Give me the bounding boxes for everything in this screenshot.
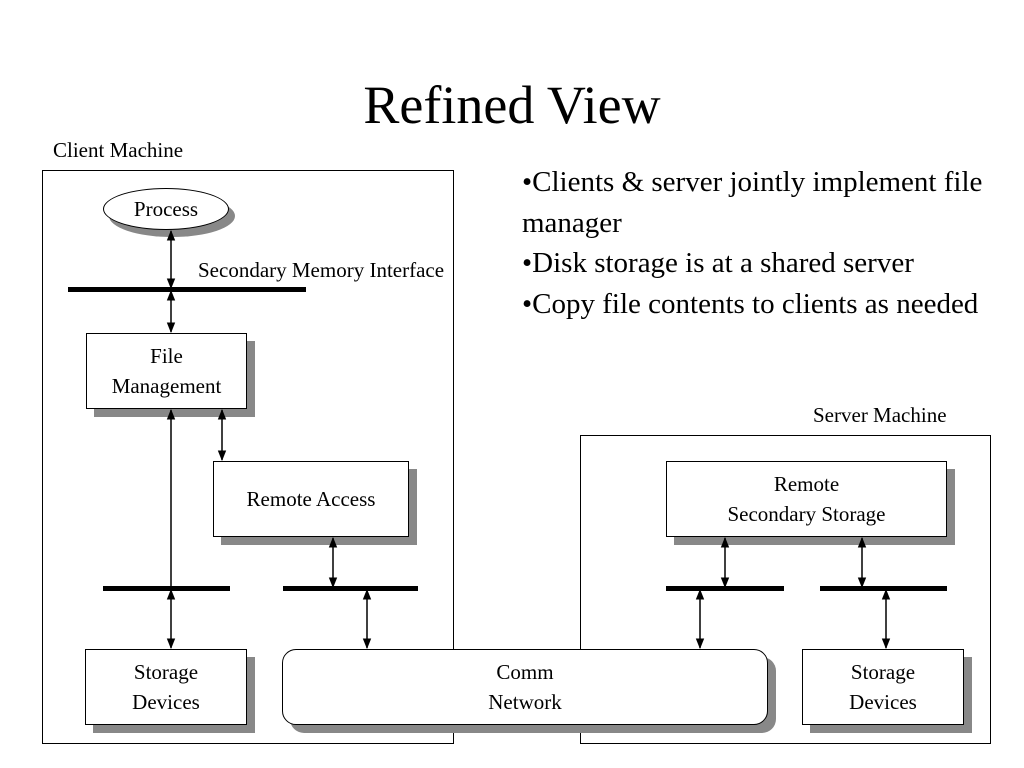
remote-secondary-storage-node: Remote Secondary Storage [666, 461, 947, 537]
bullet-list: •Clients & server jointly implement file… [522, 162, 992, 324]
client-machine-label: Client Machine [53, 138, 184, 162]
process-label: Process [133, 197, 199, 221]
server-network-bus [666, 586, 784, 591]
remote-access-node: Remote Access [213, 461, 409, 537]
bullet-item: •Disk storage is at a shared server [522, 247, 914, 279]
server-storage-bus [820, 586, 947, 591]
comm-network-line-1: Comm [496, 660, 554, 684]
bullet-item: •Clients & server jointly implement file… [522, 166, 983, 239]
comm-network-line-2: Network [488, 690, 562, 714]
process-node: Process [103, 188, 229, 230]
server-storage-line-2: Devices [849, 690, 917, 714]
interface-bar [68, 287, 306, 292]
slide-title: Refined View [363, 75, 661, 135]
client-machine-frame [42, 170, 454, 744]
file-management-line-2: Management [111, 374, 222, 398]
client-storage-line-2: Devices [132, 690, 200, 714]
file-management-node: File Management [86, 333, 247, 409]
client-network-bus [283, 586, 418, 591]
remote-access-label: Remote Access [246, 487, 376, 511]
client-storage-devices-node: Storage Devices [85, 649, 247, 725]
server-machine-label: Server Machine [813, 403, 947, 427]
client-storage-line-1: Storage [133, 660, 199, 684]
remote-storage-line-1: Remote [773, 472, 840, 496]
client-storage-bus [103, 586, 230, 591]
interface-label: Secondary Memory Interface [198, 258, 445, 282]
file-management-line-1: File [150, 344, 183, 368]
remote-storage-line-2: Secondary Storage [727, 502, 886, 526]
comm-network-node: Comm Network [282, 649, 768, 725]
server-storage-line-1: Storage [850, 660, 916, 684]
bullet-item: •Copy file contents to clients as needed [522, 287, 979, 320]
server-machine-frame [580, 435, 991, 744]
server-storage-devices-node: Storage Devices [802, 649, 964, 725]
